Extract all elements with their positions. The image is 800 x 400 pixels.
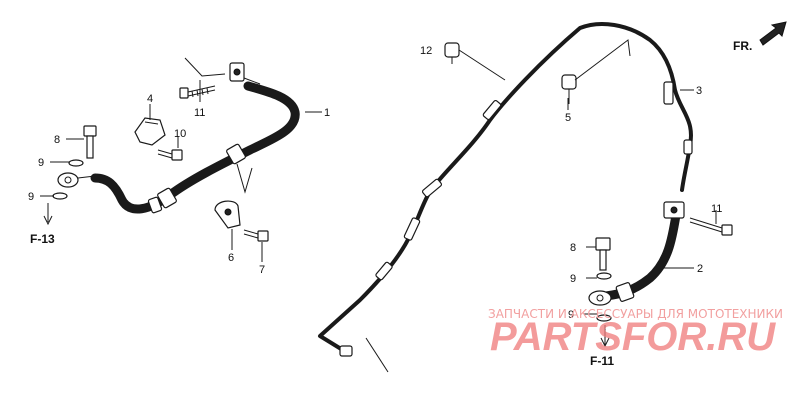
leader-lines-right — [365, 39, 717, 373]
callout-7: 7 — [259, 264, 265, 276]
brake-pipe-rear — [318, 22, 693, 357]
bolt-10 — [157, 149, 183, 161]
callout-10: 10 — [174, 128, 186, 140]
clip-5 — [561, 74, 577, 104]
callout-6: 6 — [228, 252, 234, 264]
callout-11-right: 11 — [711, 203, 722, 215]
callout-8-right: 8 — [570, 242, 576, 254]
callout-9-left-bottom: 9 — [28, 191, 34, 203]
clamp-6 — [214, 200, 241, 229]
watermark-logo: PARTSFOR.RU — [490, 315, 776, 359]
brake-hose-front — [57, 62, 300, 214]
direction-label: FR. — [733, 39, 752, 53]
callout-5: 5 — [565, 112, 571, 124]
callout-3: 3 — [696, 85, 702, 97]
callout-12: 12 — [420, 45, 432, 57]
direction-arrow-icon — [759, 21, 787, 46]
bolt-11-left — [179, 85, 216, 99]
callout-4: 4 — [147, 93, 153, 105]
callout-11-left: 11 — [194, 107, 205, 119]
watermark-tagline: ЗАПЧАСТИ И АКСЕССУАРЫ ДЛЯ МОТОТЕХНИКИ — [488, 307, 783, 321]
banjo-bolt-8-left — [52, 125, 97, 200]
leader-lines-left — [40, 57, 322, 262]
callout-1: 1 — [324, 107, 330, 119]
callout-9-right-top: 9 — [570, 273, 576, 285]
brake-hose-rear — [588, 201, 685, 306]
callout-2: 2 — [697, 263, 703, 275]
banjo-bolt-8-right — [595, 237, 612, 322]
callout-8-left: 8 — [54, 134, 60, 146]
bolt-11-right — [689, 217, 733, 236]
clip-12 — [444, 42, 506, 81]
ref-f13: F-13 — [30, 232, 55, 246]
callout-9-right-bottom: 9 — [568, 309, 574, 321]
callout-9-left-top: 9 — [38, 157, 44, 169]
bolt-7 — [243, 229, 269, 242]
ref-f11: F-11 — [590, 354, 614, 368]
clamp-4 — [134, 117, 166, 146]
